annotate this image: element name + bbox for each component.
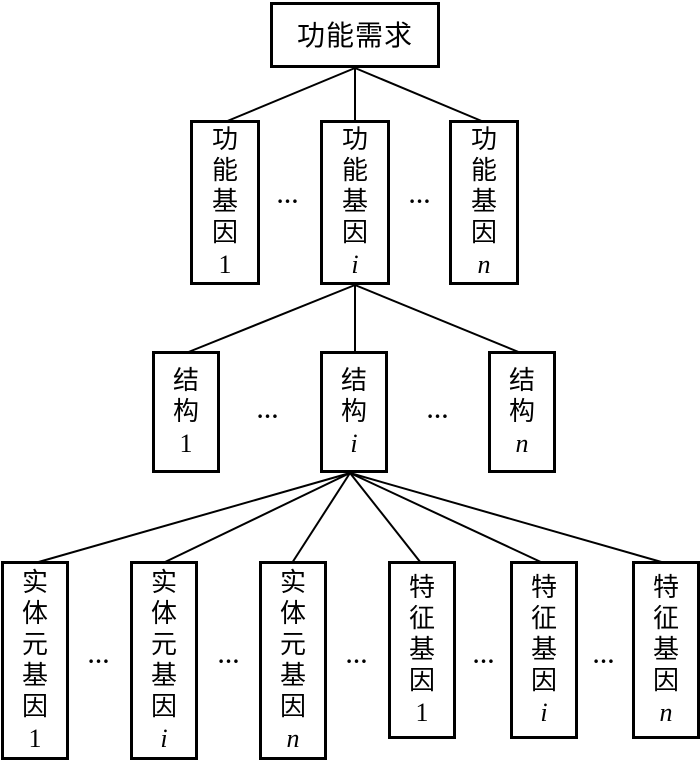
- node-char: 体: [279, 598, 306, 629]
- node-char: 因: [341, 218, 368, 248]
- node-char: 构: [172, 396, 199, 427]
- feature-gene-node-i: 特 征 基 因 i: [510, 561, 578, 739]
- node-char: 基: [408, 634, 435, 665]
- node-char: 基: [150, 660, 177, 691]
- function-gene-node-1: 功 能 基 因 1: [190, 120, 260, 285]
- node-char: 功: [341, 125, 368, 155]
- node-char: 实: [150, 567, 177, 598]
- root-label: 功能需求: [296, 18, 413, 52]
- node-char: 构: [508, 396, 535, 427]
- connector-structure-leaf-2: [162, 472, 351, 564]
- ellipsis: …: [345, 643, 369, 668]
- connector-structure-leaf-3: [291, 472, 351, 564]
- node-char: 基: [530, 634, 557, 665]
- node-char: 结: [508, 365, 535, 396]
- connector-structure-leaf-4: [349, 472, 422, 564]
- node-index: i: [351, 250, 359, 279]
- node-char: 基: [21, 660, 48, 691]
- ellipsis: …: [276, 183, 300, 208]
- node-char: 征: [408, 603, 435, 634]
- ellipsis: …: [426, 398, 450, 423]
- structure-node-n: 结 构 n: [488, 351, 556, 473]
- node-char: 因: [279, 691, 306, 722]
- ellipsis: …: [472, 643, 496, 668]
- ellipsis: …: [217, 643, 241, 668]
- node-index: 1: [179, 428, 193, 458]
- node-char: 构: [340, 396, 367, 427]
- node-char: 基: [341, 187, 368, 217]
- node-char: 因: [470, 218, 497, 248]
- connector-gene-structure-1: [185, 284, 356, 354]
- node-char: 征: [652, 603, 679, 634]
- ellipsis: …: [256, 398, 280, 423]
- connector-structure-leaf-6: [349, 472, 666, 564]
- node-char: 功: [470, 125, 497, 155]
- node-index: n: [515, 428, 529, 458]
- node-char: 实: [21, 567, 48, 598]
- node-char: 结: [172, 365, 199, 396]
- node-char: 结: [340, 365, 367, 396]
- feature-gene-node-1: 特 征 基 因 1: [388, 561, 456, 739]
- node-index: i: [350, 428, 358, 458]
- node-char: 因: [408, 665, 435, 696]
- node-index: n: [286, 723, 300, 753]
- root-node: 功能需求: [270, 2, 440, 68]
- connector-root-gene-n: [354, 67, 485, 123]
- ellipsis: …: [87, 643, 111, 668]
- node-index: n: [477, 250, 491, 279]
- node-char: 元: [150, 629, 177, 660]
- node-char: 基: [470, 187, 497, 217]
- node-char: 基: [652, 634, 679, 665]
- node-char: 功: [211, 125, 238, 155]
- node-char: 特: [652, 572, 679, 603]
- node-index: 1: [28, 723, 42, 753]
- node-char: 特: [530, 572, 557, 603]
- node-index: 1: [218, 250, 232, 279]
- ellipsis: …: [592, 643, 616, 668]
- node-char: 征: [530, 603, 557, 634]
- node-char: 特: [408, 572, 435, 603]
- connector-gene-structure-n: [354, 284, 522, 354]
- connector-structure-leaf-1: [34, 472, 351, 564]
- node-index: i: [160, 723, 168, 753]
- connector-root-gene-1: [224, 67, 356, 123]
- node-index: n: [659, 697, 673, 727]
- structure-node-i: 结 构 i: [320, 351, 388, 473]
- node-index: 1: [415, 697, 429, 727]
- structure-node-1: 结 构 1: [152, 351, 220, 473]
- node-char: 因: [21, 691, 48, 722]
- entity-gene-node-i: 实 体 元 基 因 i: [130, 561, 198, 760]
- node-char: 体: [21, 598, 48, 629]
- node-char: 因: [150, 691, 177, 722]
- entity-gene-node-1: 实 体 元 基 因 1: [1, 561, 69, 760]
- connector-structure-leaf-5: [349, 472, 544, 564]
- node-char: 基: [279, 660, 306, 691]
- ellipsis: …: [408, 183, 432, 208]
- node-char: 能: [470, 156, 497, 186]
- node-char: 元: [279, 629, 306, 660]
- node-char: 基: [211, 187, 238, 217]
- node-char: 能: [211, 156, 238, 186]
- function-gene-node-i: 功 能 基 因 i: [320, 120, 390, 285]
- node-index: i: [540, 697, 548, 727]
- node-char: 因: [530, 665, 557, 696]
- node-char: 实: [279, 567, 306, 598]
- node-char: 能: [341, 156, 368, 186]
- feature-gene-node-n: 特 征 基 因 n: [632, 561, 700, 739]
- node-char: 体: [150, 598, 177, 629]
- entity-gene-node-n: 实 体 元 基 因 n: [259, 561, 327, 760]
- node-char: 因: [211, 218, 238, 248]
- node-char: 元: [21, 629, 48, 660]
- node-char: 因: [652, 665, 679, 696]
- function-gene-node-n: 功 能 基 因 n: [449, 120, 519, 285]
